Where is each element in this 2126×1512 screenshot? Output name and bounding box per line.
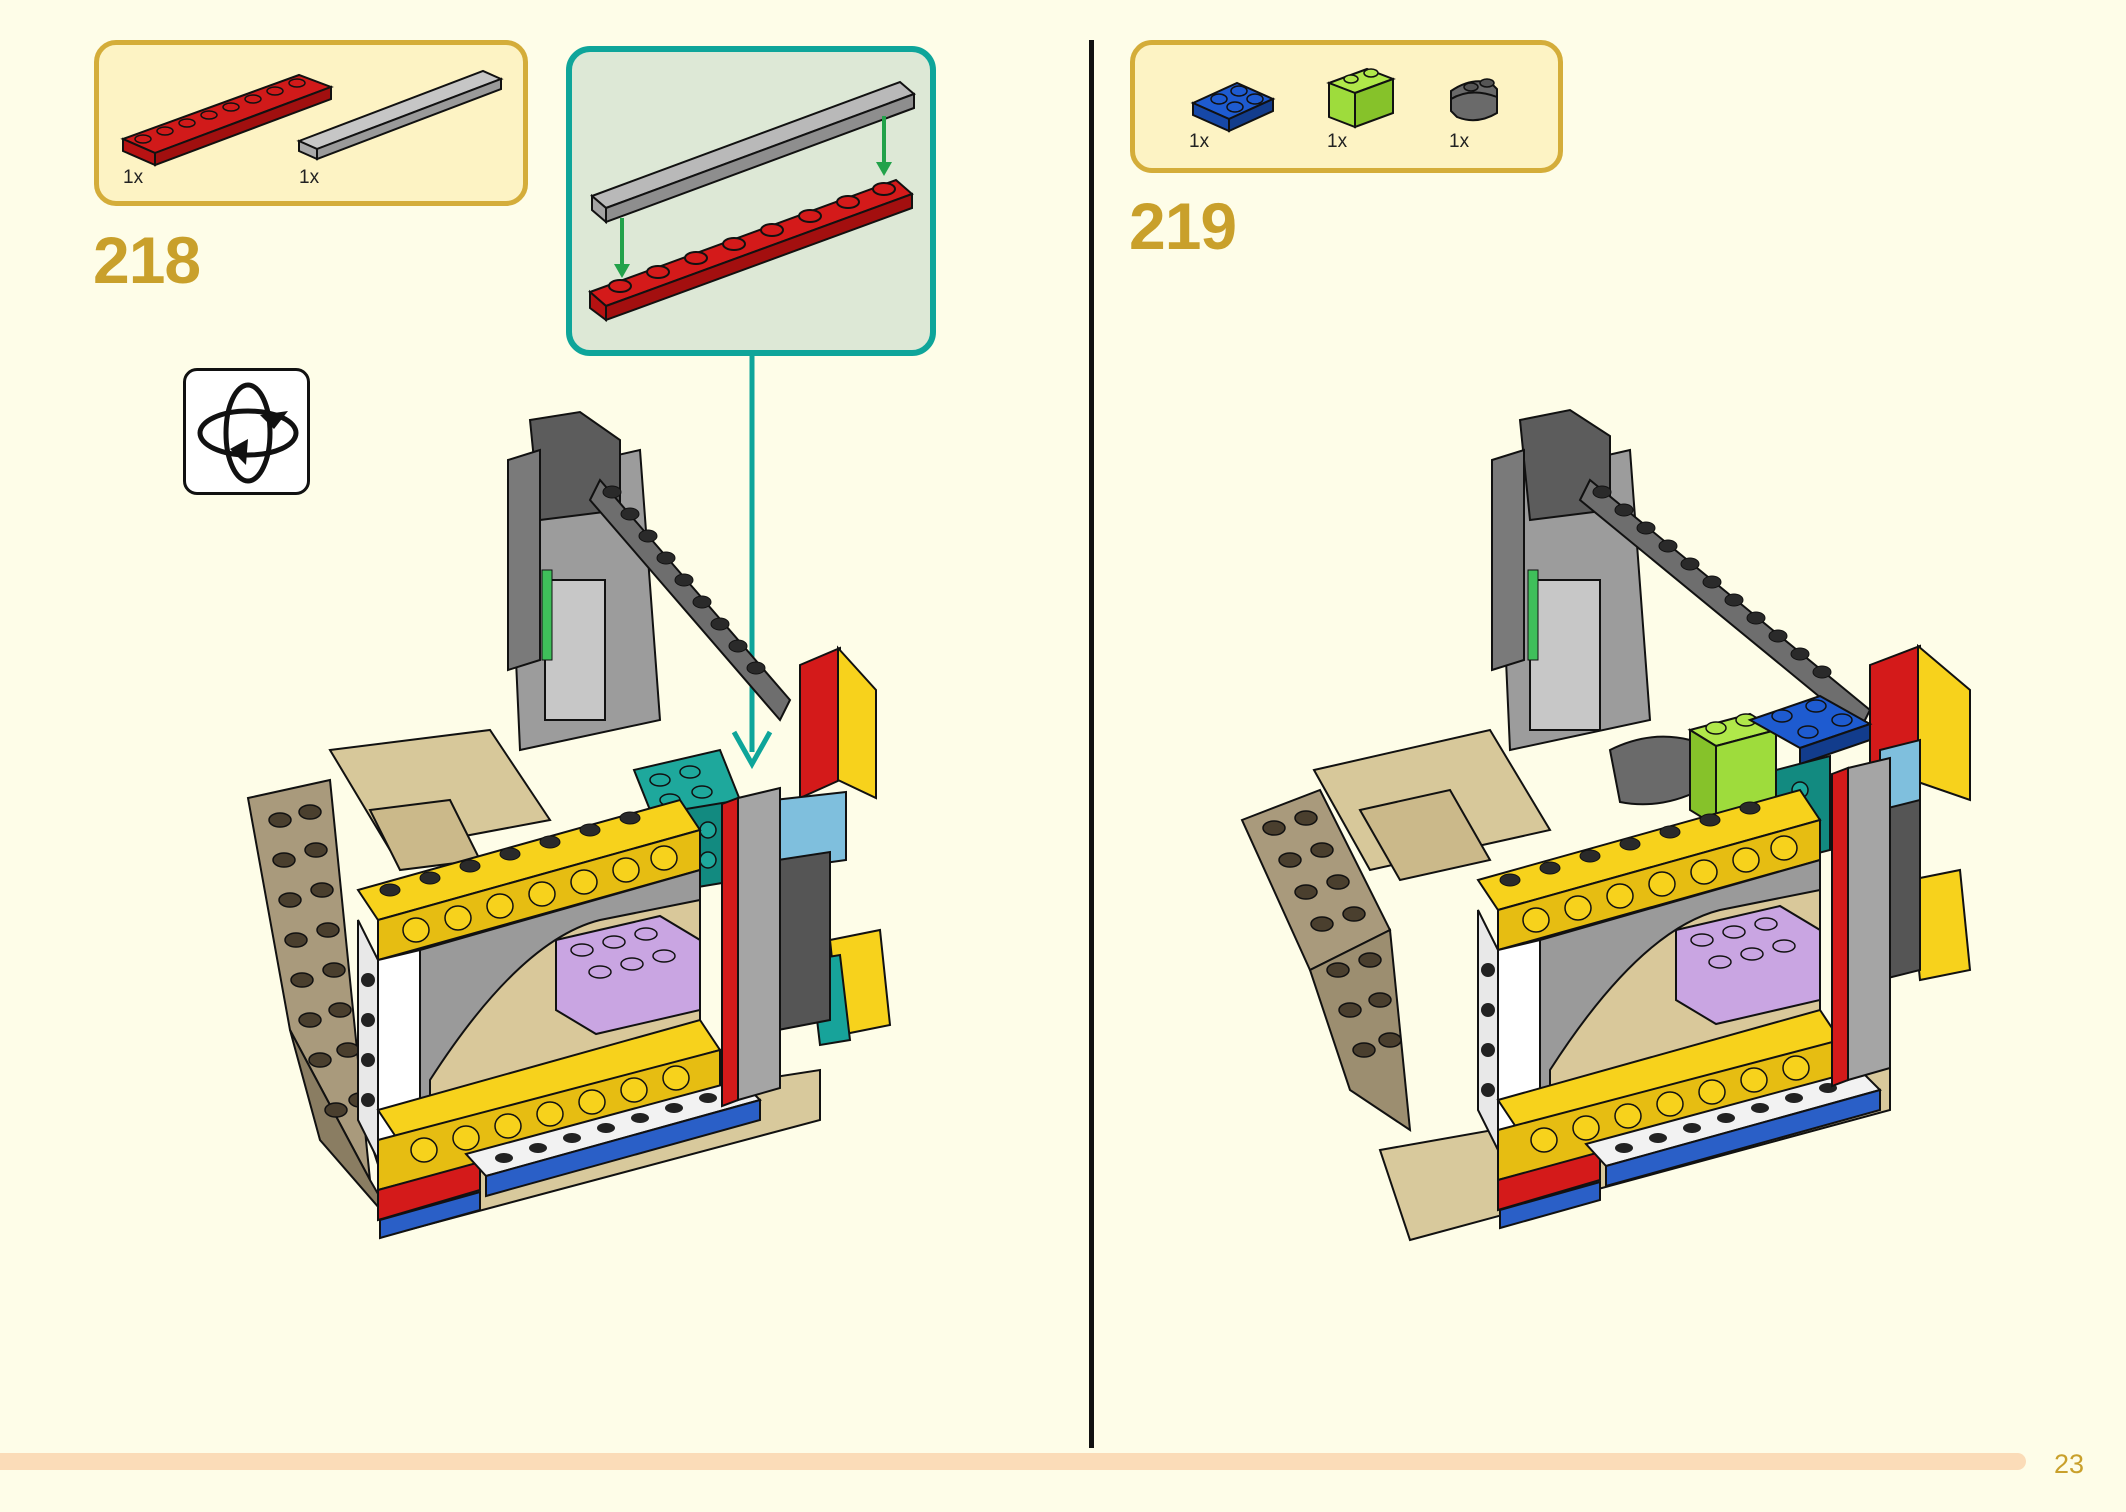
blue-plate-2x2-part [1190, 81, 1276, 133]
part-qty: 1x [1189, 131, 1210, 152]
gray-tile-1x8-part [296, 69, 504, 161]
step-number: 219 [1129, 189, 1237, 263]
part-qty: 1x [1449, 131, 1470, 152]
rotate-model-icon [197, 382, 299, 484]
step-218-parts-box: 1x 1x [94, 40, 528, 206]
callout-illustration [588, 80, 916, 322]
step-219-model [1240, 408, 1972, 1242]
progress-bar [0, 1453, 2026, 1470]
step-218-model [246, 410, 892, 1240]
part-qty: 1x [299, 167, 320, 188]
red-plate-1x8-part [120, 73, 334, 167]
step-219-parts-box: 1x 1x 1x [1130, 40, 1563, 173]
rotate-model-box [183, 368, 310, 495]
part-qty: 1x [123, 167, 144, 188]
sub-assembly-callout [566, 46, 936, 356]
step-number: 218 [93, 223, 201, 297]
page-number: 23 [2054, 1449, 2085, 1479]
dark-gray-clip-plate-part [1450, 78, 1498, 122]
lime-brick-1x2-part [1326, 67, 1396, 129]
part-qty: 1x [1327, 131, 1348, 152]
page-divider [1089, 40, 1094, 1448]
